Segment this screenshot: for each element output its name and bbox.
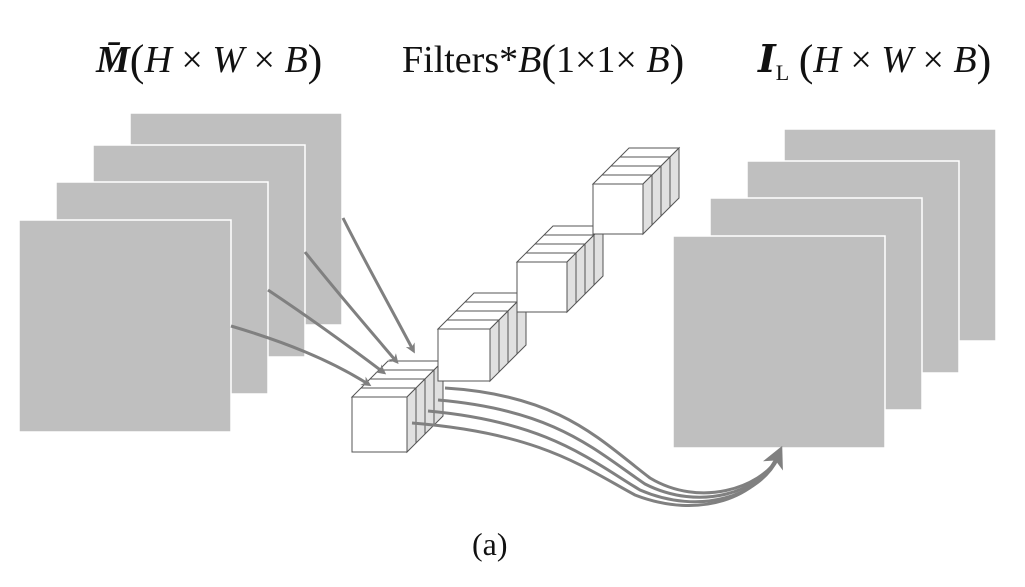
input-close-paren: ) [307, 36, 323, 85]
input-arrow-2 [267, 288, 387, 375]
output-arrow-1 [411, 421, 783, 508]
filters-close-paren: ) [669, 36, 685, 85]
input-arrow-3 [303, 251, 399, 365]
output-symbol: I [758, 36, 776, 81]
filter-2-front [437, 328, 491, 382]
filters-dims: 1×1× [556, 39, 647, 81]
output-h: H [813, 39, 841, 81]
output-feature-map-stack [672, 128, 997, 449]
output-arrow-4 [444, 386, 780, 495]
output-slice-1 [672, 235, 886, 449]
output-arrows [411, 386, 783, 508]
input-arrow-4 [341, 217, 415, 354]
output-label: IL (H × W × B) [758, 32, 992, 85]
input-label: M̄(H × W × B) [96, 32, 323, 85]
filter-4-front [592, 183, 644, 235]
filter-3-front [516, 261, 568, 313]
input-times-2: × [244, 39, 285, 81]
output-times-2: × [912, 39, 954, 81]
input-b: B [284, 39, 308, 81]
output-open-paren: ( [798, 36, 814, 85]
output-w: W [881, 39, 913, 81]
input-slice-1 [18, 219, 232, 433]
input-times-1: × [171, 39, 213, 81]
filter-1-front [351, 396, 408, 453]
output-close-paren: ) [976, 36, 992, 85]
input-h: H [144, 39, 172, 81]
input-w: W [212, 39, 244, 81]
input-arrow-1 [230, 324, 372, 387]
filter-cubes [350, 146, 681, 454]
filters-word: Filters* [402, 39, 519, 81]
output-subscript: L [775, 60, 790, 85]
input-open-paren: ( [129, 36, 145, 85]
input-arrows [230, 217, 415, 387]
input-feature-map-stack [18, 112, 343, 433]
caption: (a) [472, 526, 508, 562]
output-times-1: × [840, 39, 882, 81]
output-b: B [953, 39, 977, 81]
filters-b: B [518, 39, 542, 81]
input-symbol: M̄ [96, 39, 130, 81]
filters-open-paren: ( [541, 36, 556, 85]
filters-label: Filters*B(1×1× B) [402, 32, 685, 85]
output-arrow-3 [437, 398, 780, 499]
filters-b2: B [646, 39, 670, 81]
